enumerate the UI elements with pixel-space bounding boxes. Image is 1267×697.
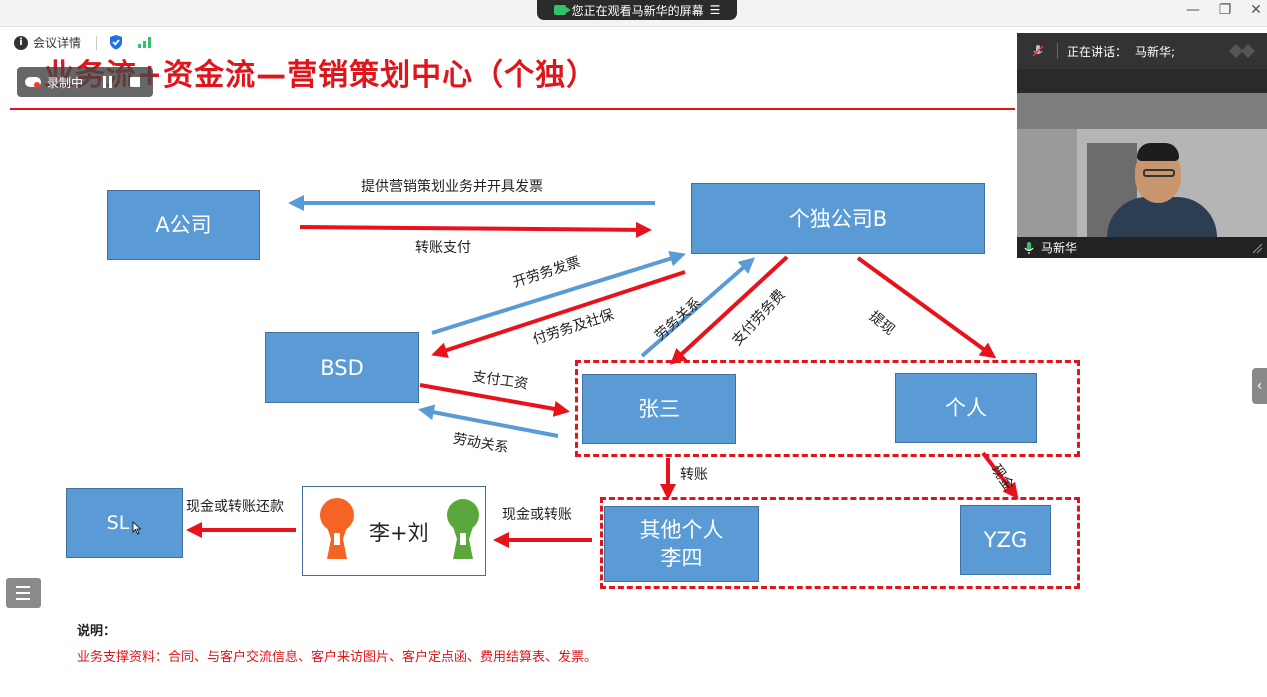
restore-button[interactable]: ❐ <box>1218 2 1232 18</box>
mic-icon <box>1024 241 1034 254</box>
participant-namebar: 马新华 <box>1017 237 1267 258</box>
speaking-bar: 正在讲话： 马新华; <box>1017 33 1267 69</box>
collapse-panel-handle[interactable]: ‹ <box>1252 368 1267 404</box>
box-li-liu: 李+刘 <box>302 486 486 576</box>
arrow-zhangsan-to-bsd <box>418 404 559 438</box>
shield-check-icon[interactable] <box>108 34 124 50</box>
person-orange-icon <box>320 498 354 559</box>
person-green-icon <box>447 499 479 559</box>
minimize-button[interactable]: — <box>1186 2 1200 18</box>
sl-label: SL <box>106 512 130 534</box>
video-feed <box>1017 93 1267 237</box>
dashed-group-top <box>575 360 1080 457</box>
box-yzg: YZG <box>960 505 1051 575</box>
arrow-zhangsan-to-b <box>640 257 756 358</box>
box-sl: SL <box>66 488 183 558</box>
box-a-company: A公司 <box>107 190 260 260</box>
camera-icon <box>553 5 571 15</box>
arrow-bsd-to-b <box>431 250 686 335</box>
note-text: 业务支撑资料：合同、与客户交流信息、客户来访图片、客户定点函、费用结算表、发票。 <box>77 650 598 665</box>
menu-lines-icon[interactable]: ☰ <box>709 3 721 17</box>
mic-muted-icon <box>1032 45 1044 57</box>
presenter-hair <box>1137 143 1179 161</box>
meeting-details-label: 会议详情 <box>33 36 82 50</box>
label-provide-service: 提供营销策划业务并开具发票 <box>361 179 543 195</box>
label-cash-or-transfer-repay: 现金或转账还款 <box>186 499 284 515</box>
label-transfer-pay: 转账支付 <box>415 240 471 256</box>
presenter-body <box>1107 197 1217 237</box>
box-b-company: 个独公司B <box>691 183 985 254</box>
arrow-b-to-zhangsan <box>670 255 789 365</box>
other-person-line2: 李四 <box>660 546 703 570</box>
info-icon: i <box>14 35 28 50</box>
li-liu-label: 李+刘 <box>369 521 429 545</box>
mouse-cursor-icon <box>132 521 142 535</box>
other-person-line1: 其他个人 <box>639 518 724 542</box>
arrow-b-to-bsd <box>431 270 686 358</box>
recording-label: 录制中 <box>47 75 84 90</box>
title-underline <box>10 108 1015 110</box>
speaking-name: 马新华; <box>1135 44 1176 59</box>
screen-share-text: 您正在观看马新华的屏幕 <box>571 3 704 18</box>
arrow-a-to-b <box>299 221 652 238</box>
presenter-glasses <box>1143 169 1175 177</box>
list-icon-line <box>16 586 30 588</box>
close-button[interactable]: ✕ <box>1250 2 1262 18</box>
resize-grip-icon[interactable] <box>1251 242 1263 254</box>
list-menu-button[interactable] <box>6 578 41 608</box>
label-cash-or-transfer: 现金或转账 <box>502 507 572 523</box>
cloud-record-icon <box>25 77 41 88</box>
list-icon-line <box>16 598 30 600</box>
box-zhangsan: 张三 <box>582 374 736 444</box>
box-other-person: 其他个人 李四 <box>604 506 759 582</box>
box-geren: 个人 <box>895 373 1037 443</box>
meeting-toolbar: i 会议详情 <box>0 28 1015 56</box>
participant-name: 马新华 <box>1041 241 1078 255</box>
screen-share-banner[interactable]: 您正在观看马新华的屏幕 ☰ <box>537 0 737 20</box>
note-title: 说明： <box>77 624 117 639</box>
toolbar-divider <box>96 36 97 50</box>
app-logo-icon <box>1229 44 1255 58</box>
recording-indicator[interactable]: 录制中 <box>17 67 153 97</box>
stop-icon[interactable] <box>130 77 141 87</box>
chevron-left-icon: ‹ <box>1256 378 1263 394</box>
label-transfer: 转账 <box>680 467 708 483</box>
arrow-geren-to-yzg <box>981 451 1019 500</box>
signal-strength-icon[interactable] <box>137 36 153 48</box>
box-bsd: BSD <box>265 332 419 403</box>
dashed-group-bottom <box>600 497 1080 589</box>
list-icon-line <box>16 592 30 594</box>
speaking-label: 正在讲话： <box>1067 44 1128 59</box>
speaking-divider <box>1057 43 1058 59</box>
window-titlebar: 您正在观看马新华的屏幕 ☰ — ❐ ✕ <box>0 0 1267 27</box>
ceiling <box>1017 93 1267 129</box>
arrow-b-to-geren <box>856 256 997 359</box>
pause-icon[interactable] <box>103 76 113 88</box>
meeting-details-button[interactable]: i 会议详情 <box>14 34 81 51</box>
video-panel[interactable]: 正在讲话： 马新华; 马新华 <box>1017 33 1267 258</box>
arrow-bsd-to-zhangsan <box>419 383 570 417</box>
